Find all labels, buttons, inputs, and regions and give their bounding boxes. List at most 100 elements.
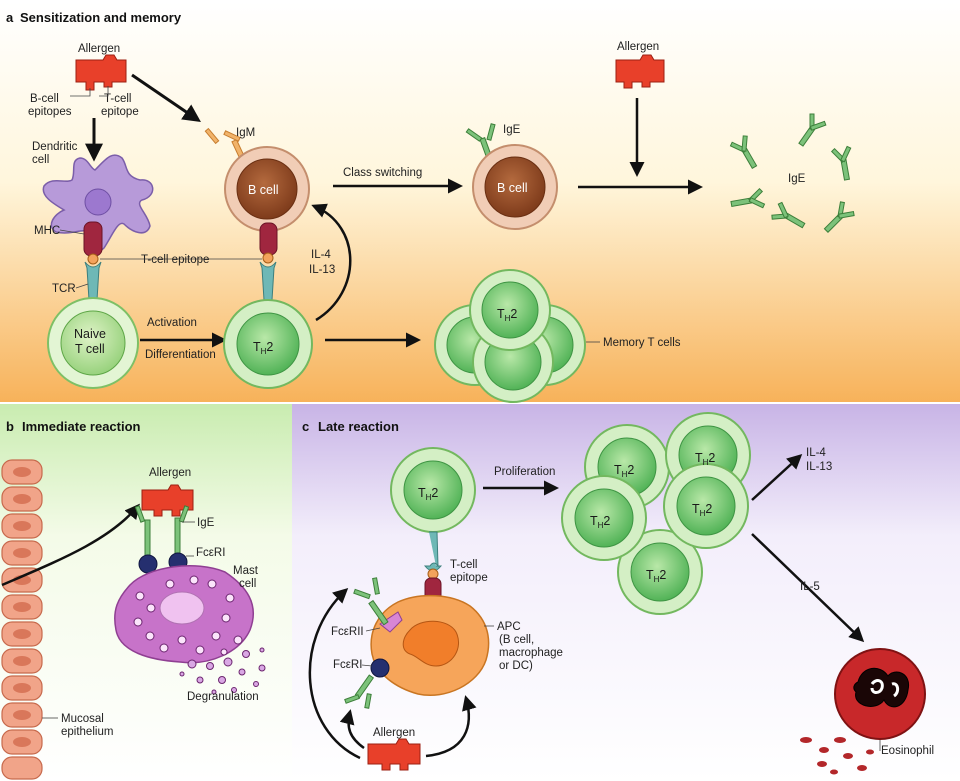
th2-label-c: TH2 xyxy=(418,486,438,502)
activation-label: Activation xyxy=(147,317,197,329)
fceri-receptor-c xyxy=(370,658,390,678)
fceri-label-c: FcεRI xyxy=(333,659,362,671)
b-cell-epitopes-label-1: B-cell xyxy=(30,93,59,105)
tcr-molecule-c xyxy=(423,531,443,572)
t-cell-epitope-label-a2: epitope xyxy=(101,106,139,118)
naive-t-cell-nucleus xyxy=(60,310,126,376)
mhc-leader xyxy=(59,229,85,235)
allergen-label-b: Allergen xyxy=(149,467,191,479)
mhc-molecule xyxy=(83,221,103,257)
b-cell-label-a: B cell xyxy=(248,183,279,197)
ige-label-b: IgE xyxy=(197,517,215,529)
allergen-label-c: Allergen xyxy=(373,727,415,739)
th2-label-prolif-5: TH2 xyxy=(646,568,666,584)
class-switching-label: Class switching xyxy=(343,167,422,179)
panel-b-title: Immediate reaction xyxy=(22,419,141,434)
arrow-il4-il13-c xyxy=(751,453,803,501)
allergen-molecule-a2 xyxy=(615,54,665,89)
ige-label-free: IgE xyxy=(788,173,806,185)
il13-label-c: IL-13 xyxy=(806,461,832,473)
b-cell-label-b: B cell xyxy=(497,181,528,195)
proliferation-label: Proliferation xyxy=(494,466,555,478)
fceri-label-b: FcεRI xyxy=(196,547,225,559)
b-cell-epitopes-label-2: epitopes xyxy=(28,106,72,118)
allergen-molecule-a1 xyxy=(75,54,127,91)
memory-t-cells-label: Memory T cells xyxy=(603,337,681,349)
il13-label-a: IL-13 xyxy=(309,264,335,276)
arrow-il5 xyxy=(751,533,865,643)
t-cell-epitope-a-dc xyxy=(87,253,99,265)
proliferated-th2-cluster xyxy=(561,412,751,615)
fceri-c-leader xyxy=(361,664,373,667)
th2-cell-c-nucleus xyxy=(403,460,463,520)
apc-label-1: APC xyxy=(497,621,521,633)
b-cell-ige-nucleus xyxy=(484,156,546,218)
th2-label-prolif-4: TH2 xyxy=(692,502,712,518)
th2-cell-a-nucleus xyxy=(236,312,300,376)
mast-cell-nucleus xyxy=(159,591,205,625)
panel-c-title: Late reaction xyxy=(318,419,399,434)
degranulation-label: Degranulation xyxy=(187,691,259,703)
il4-label-a: IL-4 xyxy=(311,249,331,261)
b-cell-a-nucleus xyxy=(236,158,298,220)
mucosal-epithelium-label-2: epithelium xyxy=(61,726,113,738)
t-cell-epitope-label: T-cell epitope xyxy=(141,254,209,266)
eosinophil-granules-released xyxy=(800,737,874,775)
il5-label: IL-5 xyxy=(800,581,820,593)
allergen-label-a2: Allergen xyxy=(617,41,659,53)
th2-label-a: TH2 xyxy=(253,340,273,356)
tcr-label: TCR xyxy=(52,283,76,295)
arrow-allergen-to-bcell xyxy=(131,73,201,123)
panel-a-title: Sensitization and memory xyxy=(20,10,182,25)
ige-on-fcerii xyxy=(353,577,389,626)
allergen-molecule-b xyxy=(141,484,194,517)
ige-label-a1: IgE xyxy=(503,124,521,136)
differentiation-label: Differentiation xyxy=(145,349,216,361)
mast-cell-granules xyxy=(133,575,243,656)
apc-label-2: (B cell, xyxy=(499,634,534,646)
allergen-molecule-c xyxy=(367,738,421,771)
arrow-allergen-through-epithelium xyxy=(1,503,140,587)
arrow-il4-il13 xyxy=(311,203,352,322)
t-cell-epitope-a-bcell xyxy=(262,252,274,264)
th2-label-prolif-3: TH2 xyxy=(590,514,610,530)
mucosal-epithelium-label-1: Mucosal xyxy=(61,713,104,725)
panel-b-letter: b xyxy=(6,419,14,434)
apc-label-3: macrophage xyxy=(499,647,563,659)
panel-a-letter: a xyxy=(6,10,14,25)
il4-label-c: IL-4 xyxy=(806,447,826,459)
epitope-leader-lines xyxy=(70,86,109,97)
mast-cell-label-2: cell xyxy=(239,578,256,590)
arrow-allergen-to-apc xyxy=(425,695,477,758)
fcerii-leader xyxy=(365,627,381,632)
panel-c-letter: c xyxy=(302,419,309,434)
mhc-label: MHC xyxy=(34,225,60,237)
apc-nucleus xyxy=(402,620,459,667)
dendritic-cell-label-2: cell xyxy=(32,154,49,166)
arrow-allergen-to-fcerii xyxy=(308,587,361,760)
mast-cell-label-1: Mast xyxy=(233,565,259,577)
th2-label-prolif-1: TH2 xyxy=(614,463,634,479)
eosinophil-highlight xyxy=(870,679,900,698)
eosinophil-label: Eosinophil xyxy=(881,745,934,757)
allergen-label-a1: Allergen xyxy=(78,43,120,55)
ige-on-fceri-c xyxy=(344,674,375,709)
igm-label: IgM xyxy=(236,127,255,139)
fcerii-label: FcεRII xyxy=(331,626,364,638)
memory-t-cell-cluster xyxy=(434,269,586,403)
naive-t-cell-label-1: Naive xyxy=(74,327,106,341)
arrow-allergen-to-fceri xyxy=(339,709,365,750)
degranulation-particles xyxy=(179,647,266,695)
apc-label-4: or DC) xyxy=(499,660,533,672)
dendritic-cell-label-1: Dendritic xyxy=(32,141,78,153)
dendritic-nucleus xyxy=(84,188,112,216)
t-cell-epitope-label-c2: epitope xyxy=(450,572,488,584)
th2-label-memory: TH2 xyxy=(497,307,517,323)
ige-on-mast-cell xyxy=(134,505,190,563)
mhc-molecule-bcell xyxy=(259,222,278,256)
epithelium-nuclei xyxy=(13,467,31,747)
t-cell-epitope-label-a1: T-cell xyxy=(104,93,131,105)
t-cell-epitope-label-c1: T-cell xyxy=(450,559,477,571)
tcr-leader xyxy=(75,283,89,289)
